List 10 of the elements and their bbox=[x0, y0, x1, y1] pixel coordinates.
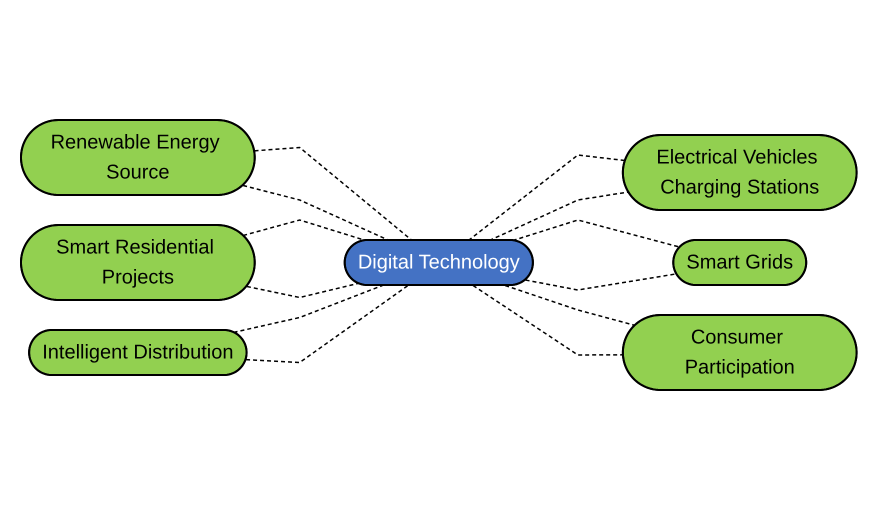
connector bbox=[246, 284, 409, 364]
connector bbox=[505, 284, 636, 326]
connector bbox=[489, 191, 629, 242]
connector bbox=[512, 219, 681, 248]
connector bbox=[468, 154, 626, 242]
connector bbox=[472, 284, 624, 356]
connector bbox=[247, 282, 359, 298]
connector bbox=[254, 146, 413, 242]
connector bbox=[526, 273, 677, 291]
connector bbox=[234, 284, 383, 334]
